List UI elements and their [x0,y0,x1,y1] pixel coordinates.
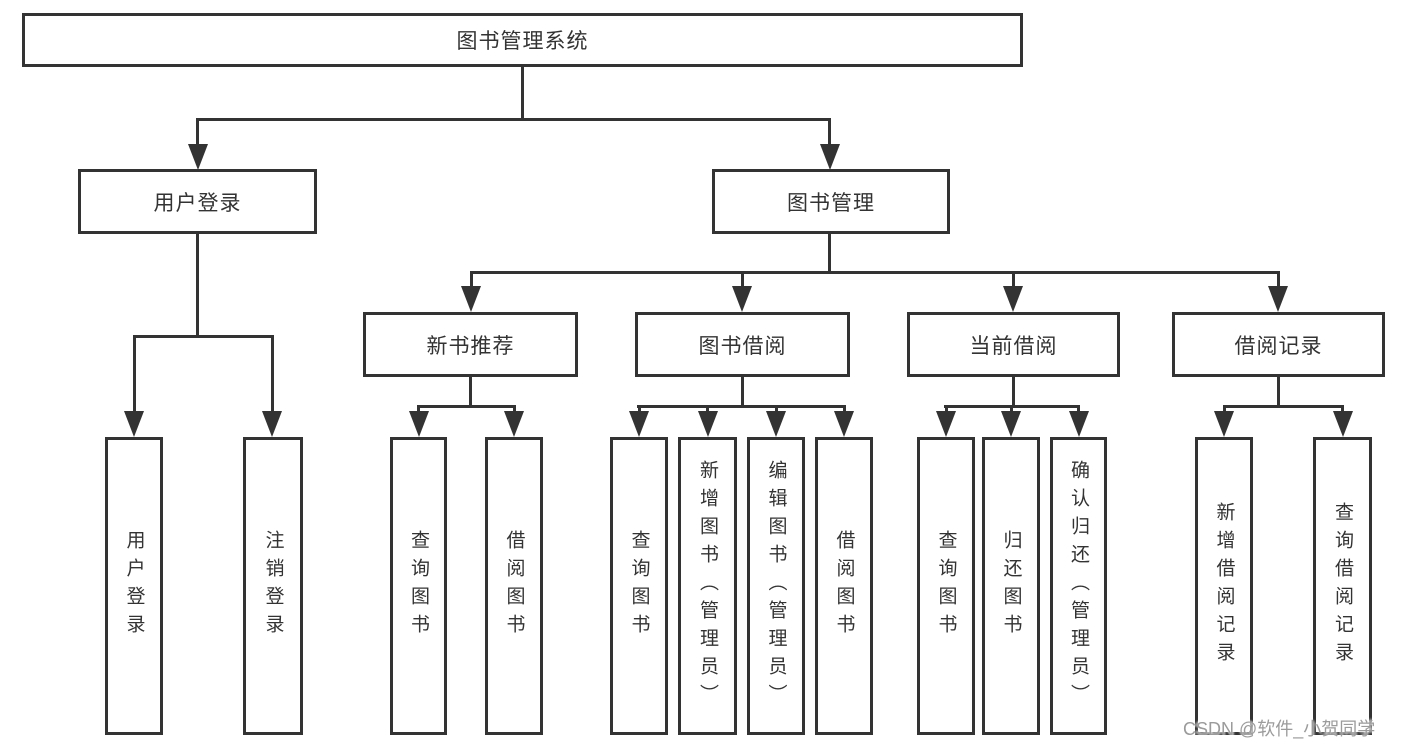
arrowhead-down-icon [1069,411,1089,437]
connector-root-stem [521,67,524,121]
leaf-query-books-recommend: 查询图书 [390,437,447,735]
node-book-management: 图书管理 [712,169,950,234]
leaf-return-book: 归还图书 [982,437,1040,735]
leaf-query-books-current: 查询图书 [917,437,975,735]
leaf-user-login: 用户登录 [105,437,163,735]
node-label: 图书管理系统 [456,30,589,53]
leaf-label: 编辑图书（管理员） [765,460,787,712]
node-label: 新书推荐 [426,334,515,358]
connector-arrow-shaft [1277,274,1280,288]
arrowhead-down-icon [262,411,282,437]
node-label: 图书管理 [787,191,875,215]
node-label: 借阅记录 [1234,334,1323,358]
arrowhead-down-icon [504,411,524,437]
connector-stem [469,377,472,408]
connector-bar [944,405,1080,408]
leaf-label: 归还图书 [1000,530,1022,642]
arrowhead-down-icon [820,144,840,170]
arrowhead-down-icon [1268,286,1288,312]
arrowhead-down-icon [629,411,649,437]
node-new-book-recommendation: 新书推荐 [363,312,578,377]
csdn-watermark: CSDN @软件_小贺同学 [1183,719,1376,739]
arrowhead-down-icon [461,286,481,312]
leaf-label: 查询借阅记录 [1332,502,1353,670]
node-label: 图书借阅 [698,334,787,358]
arrowhead-down-icon [1214,411,1234,437]
leaf-label: 新增借阅记录 [1213,502,1235,670]
arrowhead-down-icon [1001,411,1021,437]
node-book-borrowing: 图书借阅 [635,312,850,377]
connector-level3-bar [470,271,1280,274]
connector-book-management-stem [828,234,831,274]
node-user-login: 用户登录 [78,169,317,234]
connector-arrow-shaft [470,274,473,288]
connector-arrow-shaft [196,121,199,148]
arrowhead-down-icon [409,411,429,437]
connector-arrow-shaft [1012,274,1015,288]
connector-bar [1223,405,1344,408]
leaf-label: 借阅图书 [503,530,525,642]
leaf-label: 查询图书 [935,530,957,642]
arrowhead-down-icon [936,411,956,437]
arrowhead-down-icon [124,411,144,437]
connector-arrow-shaft [741,274,744,288]
arrowhead-down-icon [1003,286,1023,312]
leaf-add-borrow-record: 新增借阅记录 [1195,437,1253,735]
node-current-borrowing: 当前借阅 [907,312,1120,377]
leaf-label: 借阅图书 [833,530,855,642]
connector-user-login-bar [133,335,274,338]
node-label: 用户登录 [153,191,242,215]
leaf-borrow-books-recommend: 借阅图书 [485,437,543,735]
leaf-add-book-admin: 新增图书（管理员） [678,437,737,735]
connector-arrow-shaft [133,338,136,414]
connector-stem [741,377,744,408]
connector-level2-bar [196,118,831,121]
leaf-label: 新增图书（管理员） [697,460,718,712]
leaf-label: 查询图书 [628,530,650,642]
arrowhead-down-icon [698,411,718,437]
leaf-query-borrow-record: 查询借阅记录 [1313,437,1372,735]
arrowhead-down-icon [188,144,208,170]
arrowhead-down-icon [834,411,854,437]
leaf-label: 查询图书 [408,530,429,642]
leaf-query-books-borrowing: 查询图书 [610,437,668,735]
leaf-label: 用户登录 [123,530,145,642]
leaf-edit-book-admin: 编辑图书（管理员） [747,437,805,735]
connector-bar [637,405,846,408]
connector-stem [1277,377,1280,408]
arrowhead-down-icon [732,286,752,312]
node-label: 当前借阅 [969,334,1058,358]
leaf-label: 注销登录 [262,530,284,642]
leaf-label: 确认归还（管理员） [1068,460,1089,712]
leaf-logout: 注销登录 [243,437,303,735]
connector-user-login-stem [196,234,199,338]
arrowhead-down-icon [1333,411,1353,437]
node-borrowing-records: 借阅记录 [1172,312,1385,377]
leaf-confirm-return-admin: 确认归还（管理员） [1050,437,1107,735]
node-library-management-system: 图书管理系统 [22,13,1023,67]
arrowhead-down-icon [766,411,786,437]
connector-arrow-shaft [271,338,274,414]
connector-arrow-shaft [828,121,831,148]
leaf-borrow-books-borrowing: 借阅图书 [815,437,873,735]
connector-bar [417,405,516,408]
connector-stem [1012,377,1015,408]
